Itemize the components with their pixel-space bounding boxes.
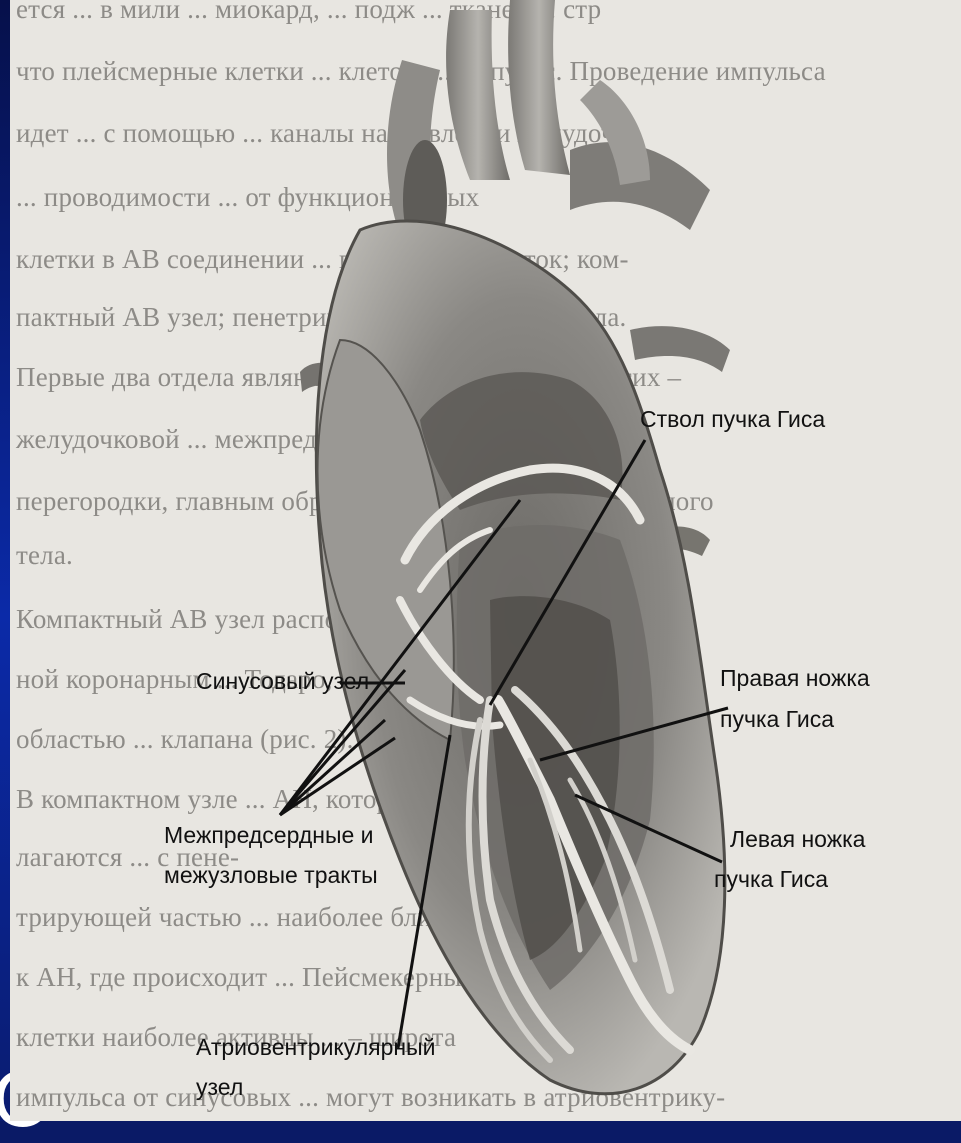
label-right-branch-line2: пучка Гиса <box>720 706 834 733</box>
label-av-node-line1: Атриовентрикулярный <box>196 1034 436 1061</box>
label-bundle-trunk: Ствол пучка Гиса <box>640 406 825 433</box>
label-av-node-line2: узел <box>196 1074 243 1101</box>
label-left-branch-line1: Левая ножка <box>730 826 865 853</box>
label-tracts-line2: межузловые тракты <box>164 862 378 889</box>
label-right-branch-line1: Правая ножка <box>720 665 870 692</box>
scanned-page: ется ... в мили ... миокард, ... подж ..… <box>10 0 961 1121</box>
label-left-branch-line2: пучка Гиса <box>714 866 828 893</box>
label-sinus-node: Синусовый узел <box>196 668 369 695</box>
label-tracts-line1: Межпредсердные и <box>164 822 374 849</box>
heart-conduction-illustration <box>10 0 961 1121</box>
